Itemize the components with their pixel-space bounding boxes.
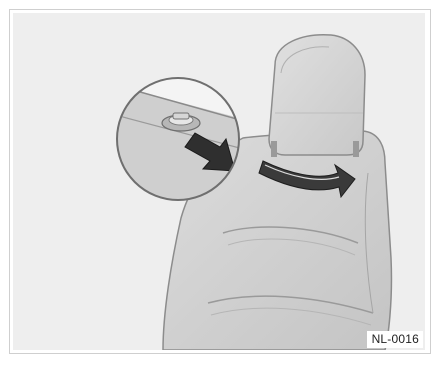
headrest-icon: [269, 35, 365, 155]
seat-illustration: [13, 13, 425, 350]
headrest-post: [353, 141, 359, 157]
headrest-post: [271, 141, 277, 157]
figure-code-label: NL-0016: [367, 331, 423, 348]
illustration-panel: NL-0016: [13, 13, 425, 350]
